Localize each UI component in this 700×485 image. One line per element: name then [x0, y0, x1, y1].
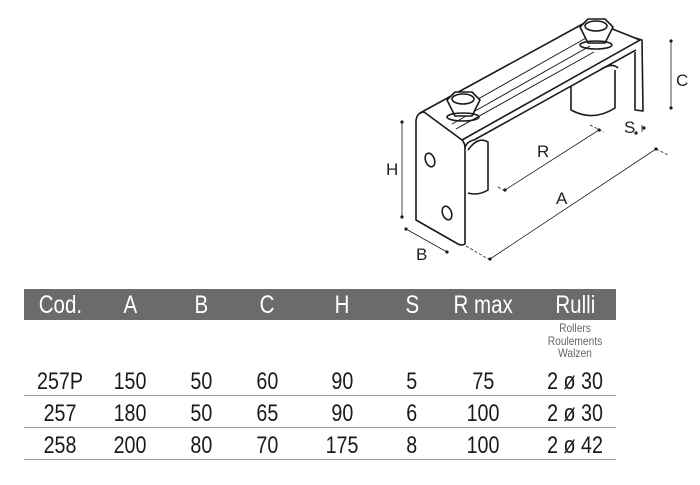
- table-cell: 2 ø 42: [547, 432, 603, 459]
- table-cell: 50: [190, 368, 212, 395]
- header-s: S: [405, 291, 419, 319]
- header-cod: Cod.: [38, 291, 82, 319]
- table-cell: 100: [466, 400, 500, 427]
- table-cell: 2 ø 30: [547, 400, 603, 427]
- dimension-label-c: C: [676, 71, 688, 90]
- table-header-bar: [24, 289, 616, 320]
- bracket-technical-drawing: H B A R C S: [386, 18, 688, 264]
- dimension-label-r: R: [537, 142, 549, 161]
- table-cell: 80: [190, 432, 212, 459]
- dimension-label-a: A: [556, 189, 568, 208]
- header-c: C: [259, 291, 275, 319]
- dimension-label-b: B: [416, 245, 427, 264]
- row-divider: [24, 395, 616, 396]
- table-cell: 50: [190, 400, 212, 427]
- table-cell: 70: [256, 432, 278, 459]
- table-cell: 75: [472, 368, 494, 395]
- header-rmax: R max: [453, 291, 513, 319]
- table-cell: 180: [113, 400, 147, 427]
- row-divider: [24, 427, 616, 428]
- header-a: A: [123, 291, 137, 319]
- table-cell: 257P: [37, 368, 83, 395]
- table-cell: 60: [256, 368, 278, 395]
- table-cell: 5: [406, 368, 418, 395]
- table-cell: 100: [466, 432, 500, 459]
- row-divider: [24, 459, 616, 460]
- rulli-translations: Rollers Roulements Walzen: [530, 322, 620, 360]
- header-b: B: [194, 291, 208, 319]
- table-cell: 175: [325, 432, 359, 459]
- dimension-label-s: S: [624, 118, 635, 137]
- table-cell: 8: [406, 432, 418, 459]
- header-h: H: [334, 291, 350, 319]
- dimension-label-h: H: [386, 160, 398, 179]
- translation-de: Walzen: [558, 346, 592, 360]
- table-cell: 90: [331, 368, 353, 395]
- table-cell: 90: [331, 400, 353, 427]
- table-cell: 150: [113, 368, 147, 395]
- table-cell: 258: [43, 432, 77, 459]
- header-rulli: Rulli: [555, 291, 595, 319]
- table-cell: 65: [256, 400, 278, 427]
- translation-fr: Roulements: [547, 333, 603, 348]
- table-cell: 257: [43, 400, 77, 427]
- translation-en: Rollers: [559, 321, 591, 335]
- table-cell: 6: [406, 400, 418, 427]
- table-cell: 200: [113, 432, 147, 459]
- table-cell: 2 ø 30: [547, 368, 603, 395]
